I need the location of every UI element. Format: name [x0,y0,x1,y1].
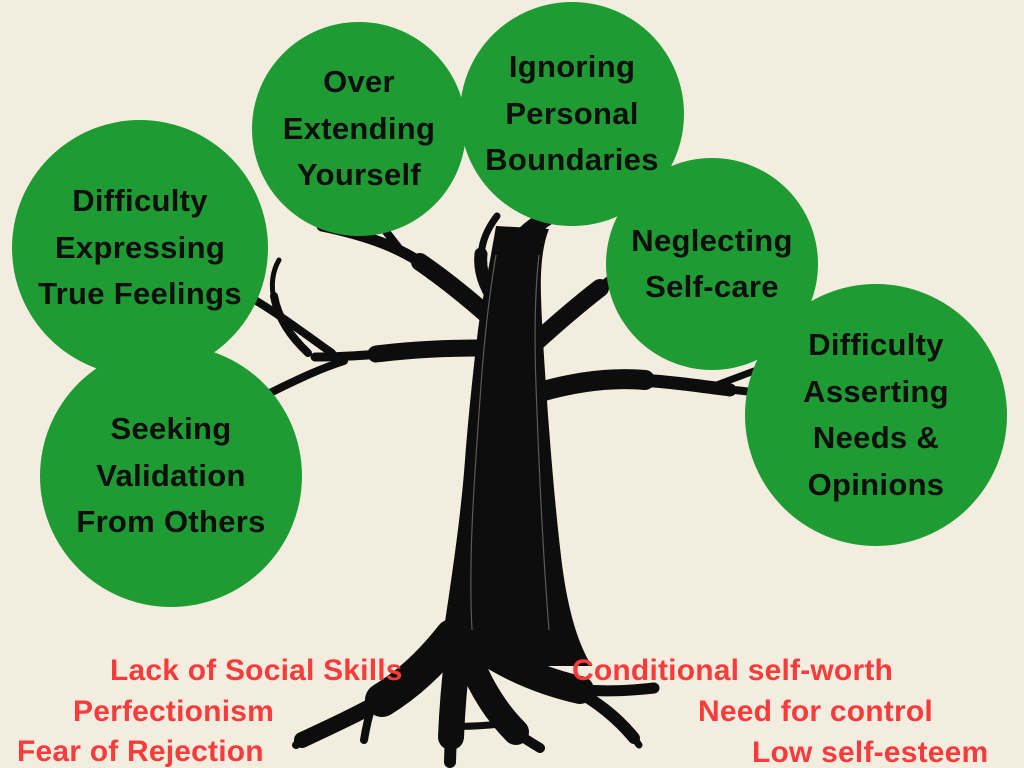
leaf-circle-seeking-validation: Seeking Validation From Others [40,345,302,607]
root-cause-fear-of-rejection: Fear of Rejection [17,735,264,768]
root-cause-low-self-esteem: Low self-esteem [752,736,989,768]
leaf-label-seeking-validation: Seeking Validation From Others [76,411,266,540]
leaf-label-ignoring-boundaries: Ignoring Personal Boundaries [485,49,659,178]
leaf-label-difficulty-expressing: Difficulty Expressing True Feelings [38,183,242,312]
root-cause-need-for-control: Need for control [698,695,933,728]
root-cause-perfectionism: Perfectionism [73,695,274,728]
leaf-circle-over-extending: Over Extending Yourself [252,22,466,236]
root-cause-lack-of-social-skills: Lack of Social Skills [110,654,403,687]
leaf-label-difficulty-asserting: Difficulty Asserting Needs & Opinions [803,327,949,502]
leaf-label-over-extending: Over Extending Yourself [282,64,436,193]
leaf-circle-difficulty-asserting: Difficulty Asserting Needs & Opinions [745,284,1007,546]
leaf-circle-difficulty-expressing: Difficulty Expressing True Feelings [12,120,268,376]
root-cause-conditional-self-worth: Conditional self-worth [572,654,894,687]
leaf-label-neglecting-self-care: Neglecting Self-care [631,222,793,305]
